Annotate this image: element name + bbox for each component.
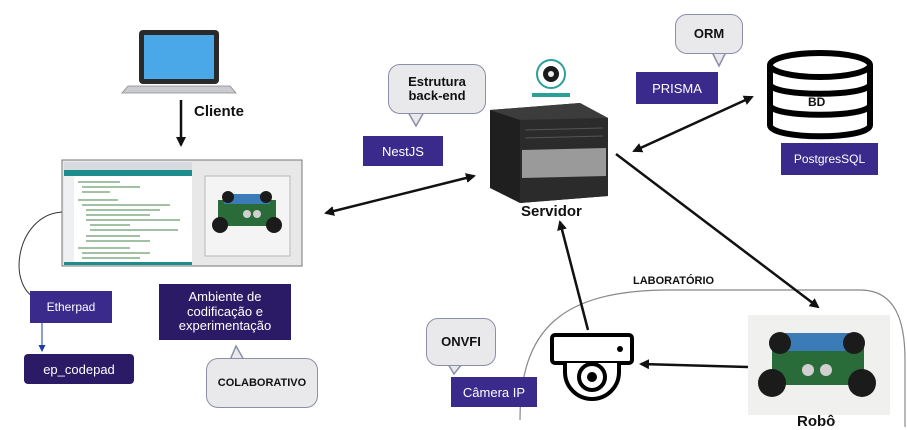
label-servidor: Servidor <box>521 203 582 220</box>
robot-photo <box>748 315 890 415</box>
server-robot-arrow <box>615 153 820 309</box>
camera-server-arrow <box>557 220 590 331</box>
laptop-icon <box>121 30 237 94</box>
tag-postgres: PostgresSQL <box>781 143 878 175</box>
laboratory-boundary <box>519 289 906 427</box>
robot-camera-arrow <box>639 359 749 370</box>
bubble-onvfi-text: ONVFI <box>441 333 481 349</box>
bubble-colaborativo: COLABORATIVO <box>206 358 318 408</box>
server-icon <box>490 103 608 203</box>
robot-photo-small <box>212 191 282 233</box>
label-bd: BD <box>808 95 826 109</box>
bubble-onvfi: ONVFI <box>426 318 496 366</box>
label-robo: Robô <box>797 413 836 430</box>
bubble-orm-text: ORM <box>693 25 725 41</box>
tag-etherpad: Etherpad <box>30 291 112 323</box>
tag-nestjs: NestJS <box>363 136 443 166</box>
bubble-estrutura: Estrutura back-end <box>388 64 486 114</box>
bubble-orm: ORM <box>675 14 743 54</box>
tag-ambiente: Ambiente de codificação e experimentação <box>159 284 291 340</box>
etherpad-connector <box>18 211 63 301</box>
bubble-colaborativo-text: COLABORATIVO <box>217 376 307 389</box>
tag-prisma: PRISMA <box>636 72 718 104</box>
camera-icon <box>550 333 634 401</box>
database-icon <box>767 50 873 140</box>
tag-ep-codepad: ep_codepad <box>24 354 134 384</box>
bubble-estrutura-text: Estrutura back-end <box>408 73 466 103</box>
ide-server-arrow <box>324 173 476 216</box>
admin-gear-icon <box>532 59 570 97</box>
label-laboratorio: LABORATÓRIO <box>633 275 715 287</box>
label-cliente: Cliente <box>194 103 245 120</box>
server-db-arrow <box>632 95 754 153</box>
tag-camera: Câmera IP <box>451 377 537 407</box>
